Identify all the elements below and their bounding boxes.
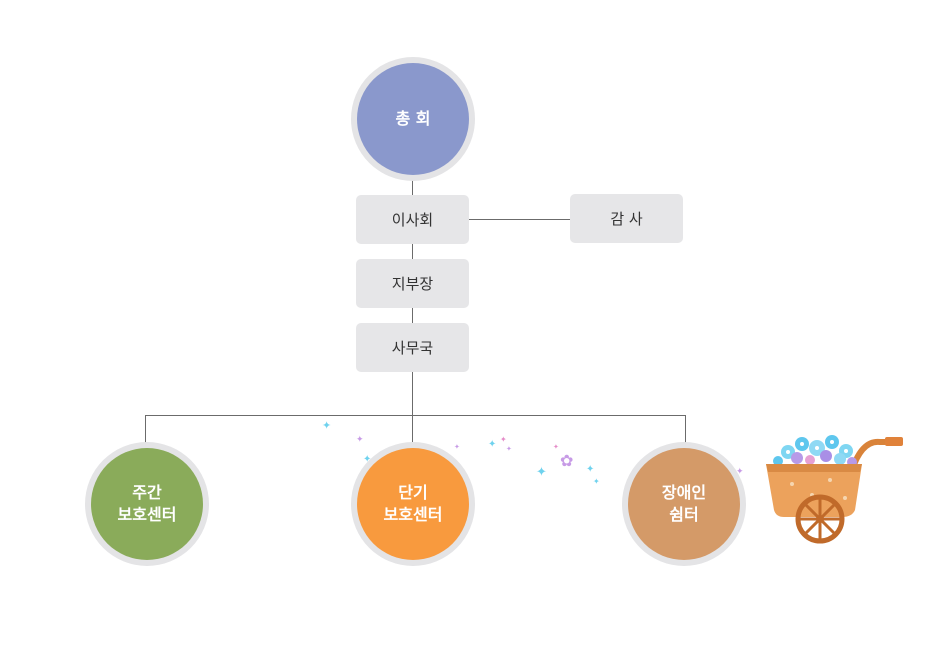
connector-line <box>412 307 413 323</box>
svg-text:✦: ✦ <box>586 464 594 475</box>
svg-text:✿: ✿ <box>560 451 573 470</box>
flower-cart-icon <box>766 435 903 544</box>
board-node: 이사회 <box>356 195 469 244</box>
svg-text:✦: ✦ <box>553 443 559 451</box>
day-care-center-node: 주간 보호센터 <box>85 442 209 566</box>
connector-line <box>412 371 413 446</box>
general-assembly-label: 총 회 <box>395 109 431 128</box>
secretariat-node: 사무국 <box>356 323 469 372</box>
svg-text:✦: ✦ <box>506 445 512 453</box>
connector-line <box>145 415 146 445</box>
secretariat-label: 사무국 <box>391 339 434 357</box>
auditor-node: 감 사 <box>570 194 683 243</box>
day-care-center-line2: 보호센터 <box>117 505 177 524</box>
svg-text:✦: ✦ <box>363 454 371 465</box>
svg-text:✦: ✦ <box>356 435 364 445</box>
connector-line <box>468 219 570 220</box>
short-term-care-center-line2: 보호센터 <box>383 505 443 524</box>
day-care-center-disc: 주간 보호센터 <box>91 448 203 560</box>
connector-line <box>685 415 686 445</box>
disability-shelter-line1: 장애인 <box>661 483 707 502</box>
svg-text:✦: ✦ <box>454 443 460 451</box>
svg-text:✦: ✦ <box>736 467 744 477</box>
branch-head-label: 지부장 <box>391 275 434 293</box>
short-term-care-center-node: 단기 보호센터 <box>351 442 475 566</box>
connector-line <box>145 415 686 416</box>
connector-line <box>412 243 413 259</box>
general-assembly-disc: 총 회 <box>357 63 469 175</box>
board-label: 이사회 <box>391 211 434 229</box>
svg-text:✦: ✦ <box>322 419 331 432</box>
general-assembly-node: 총 회 <box>351 57 475 181</box>
short-term-care-center-line1: 단기 <box>398 483 428 502</box>
disability-shelter-disc: 장애인 쉼터 <box>628 448 740 560</box>
sparkle-icon: ✦ ✦ ✦ ✦ ✦ ✦ ✦ ✦ ✦ ✿ ✦ ✦ ✦ <box>322 419 744 486</box>
day-care-center-line1: 주간 <box>132 483 162 502</box>
svg-text:✦: ✦ <box>593 477 600 486</box>
svg-text:✦: ✦ <box>488 439 496 450</box>
disability-shelter-node: 장애인 쉼터 <box>622 442 746 566</box>
svg-text:✦: ✦ <box>536 465 547 480</box>
disability-shelter-line2: 쉼터 <box>669 505 699 524</box>
auditor-label: 감 사 <box>610 210 643 228</box>
svg-text:✦: ✦ <box>500 435 507 444</box>
branch-head-node: 지부장 <box>356 259 469 308</box>
short-term-care-center-disc: 단기 보호센터 <box>357 448 469 560</box>
connector-line <box>412 180 413 196</box>
